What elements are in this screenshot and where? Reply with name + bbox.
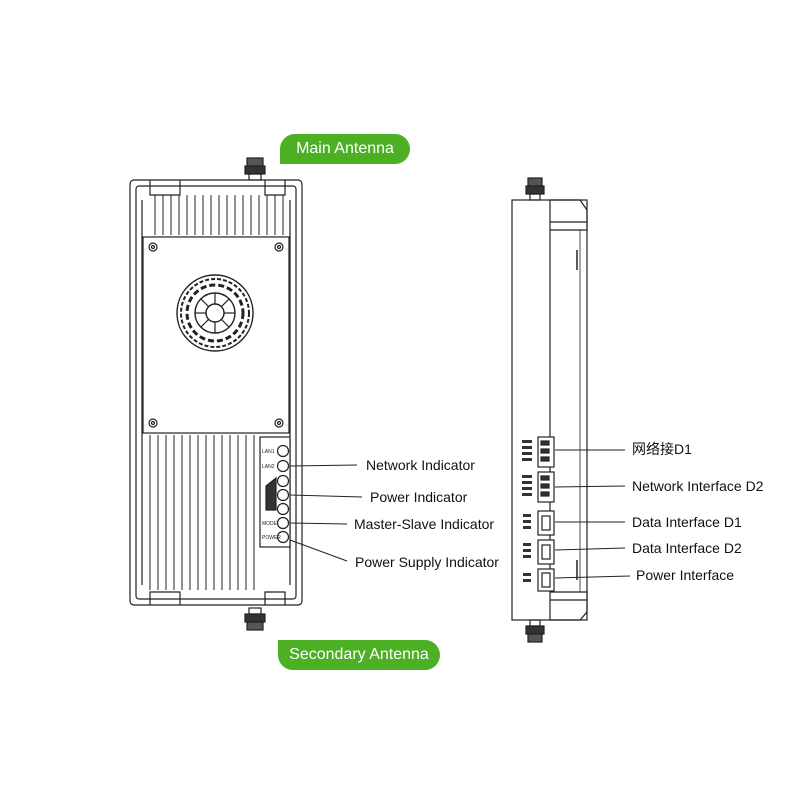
network-interface-d1-label: 网络接D1 (632, 441, 692, 457)
network-indicator-label: Network Indicator (366, 457, 475, 473)
main-antenna-badge: Main Antenna (280, 134, 410, 164)
power-text: POWER (262, 535, 281, 541)
bottom-heatsink-fins (149, 435, 255, 590)
data-interface-d2-label: Data Interface D2 (632, 540, 742, 556)
connector-data-d2 (537, 539, 555, 565)
front-housing (129, 179, 303, 606)
main-antenna-label: Main Antenna (296, 140, 394, 157)
fan-grille (176, 274, 254, 352)
secondary-antenna-label: Secondary Antenna (289, 646, 429, 663)
power-led-1 (276, 474, 290, 488)
power-led-3 (276, 502, 290, 516)
connector-data-d1 (537, 510, 555, 536)
lan1-led (276, 444, 290, 458)
power-supply-led (276, 530, 290, 544)
main-antenna-connector (244, 157, 266, 181)
lan2-text: LAN2 (262, 464, 275, 470)
lan1-text: LAN1 (262, 449, 275, 455)
secondary-antenna-connector (244, 607, 266, 631)
data-interface-d1-label: Data Interface D1 (632, 514, 742, 530)
network-interface-d2-label: Network Interface D2 (632, 478, 764, 494)
power-interface-label: Power Interface (636, 567, 735, 583)
fan-plate (142, 236, 290, 434)
secondary-antenna-badge: Secondary Antenna (278, 640, 440, 670)
mode-text: MODE (262, 521, 278, 527)
mode-led (276, 516, 290, 530)
lan2-led (276, 459, 290, 473)
leader-lines (289, 449, 631, 579)
side-unit (511, 177, 588, 643)
power-supply-indicator-label: Power Supply Indicator (355, 554, 499, 570)
power-indicator-label: Power Indicator (370, 489, 468, 505)
power-led-2 (276, 488, 290, 502)
connector-power (537, 568, 555, 592)
top-heatsink-fins (154, 195, 284, 235)
connector-d2 (537, 471, 555, 503)
connector-d1 (537, 436, 555, 468)
front-unit (129, 157, 303, 631)
master-slave-indicator-label: Master-Slave Indicator (354, 516, 495, 532)
